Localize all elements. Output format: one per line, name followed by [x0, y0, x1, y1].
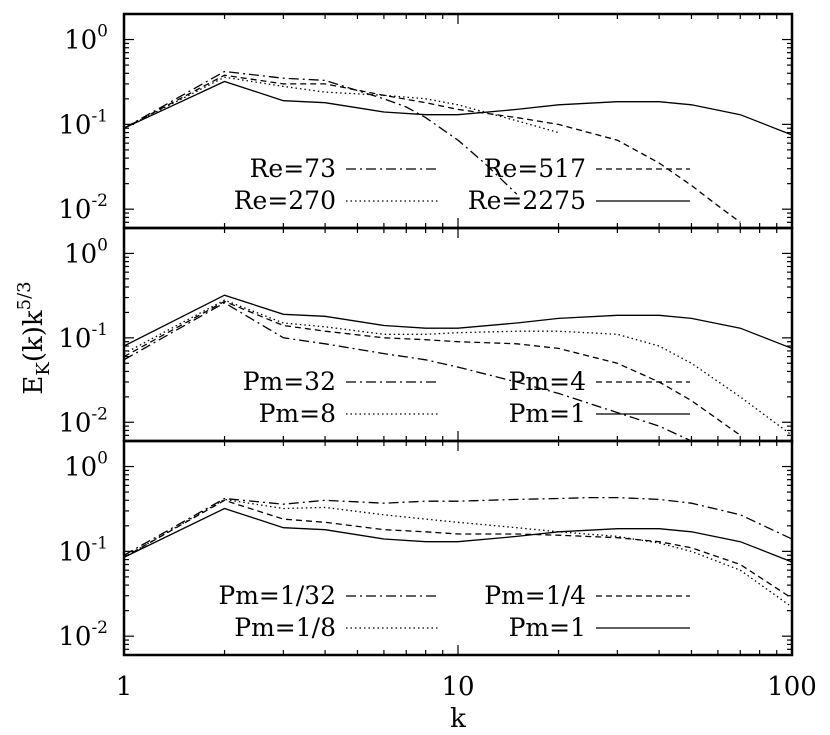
x-tick-label: 10	[441, 672, 474, 702]
y-axis-title: EK(k)k5/3	[14, 281, 54, 394]
legend-label: Pm=1/8	[234, 613, 336, 642]
series-line-pm-1	[124, 294, 792, 350]
y-axis-title-main: E	[19, 376, 49, 395]
series-group	[124, 496, 792, 608]
series-line-pm-1	[124, 507, 792, 563]
panel-frame	[122, 226, 794, 443]
legend-label: Re=270	[234, 186, 336, 215]
series-line-pm-8	[124, 299, 792, 436]
y-axis-title-tail: (k)k	[19, 310, 49, 362]
series-group	[124, 294, 792, 441]
y-tick-label: 10-1	[58, 106, 108, 140]
legend-label: Pm=1/32	[218, 581, 336, 610]
x-axis-title: k	[450, 704, 466, 734]
y-tick-label: 10-2	[58, 191, 108, 225]
y-axis-title-sup: 5/3	[14, 281, 35, 310]
y-ticks	[124, 13, 792, 229]
series-line-pm-1-8	[124, 498, 792, 608]
legend-label: Pm=4	[509, 367, 586, 396]
panel-frame	[122, 439, 794, 657]
y-axis-title-sub: K	[33, 362, 54, 376]
panels: 10010-110-2Re=73Re=270Re=517Re=227510010…	[58, 12, 794, 657]
y-ticks	[124, 227, 792, 442]
x-tick-label: 100	[767, 672, 817, 702]
legend-label: Re=517	[484, 154, 586, 183]
legend-label: Pm=1	[509, 399, 586, 428]
x-tick-labels: 1 10 100	[116, 672, 817, 702]
series-line-re-2275	[124, 80, 792, 136]
legend-label: Re=2275	[468, 186, 586, 215]
series-line-re-73	[124, 70, 518, 195]
series-line-re-270	[124, 76, 559, 134]
panel-frame	[122, 12, 794, 230]
x-tick-label: 1	[116, 672, 133, 702]
y-tick-label: 10-1	[58, 320, 108, 354]
legend-label: Pm=1/4	[484, 581, 586, 610]
series-line-pm-1-4	[124, 499, 792, 599]
series-line-re-517	[124, 74, 741, 223]
series-line-pm-32	[124, 302, 692, 441]
series-line-pm-1-32	[124, 496, 792, 556]
legend-label: Pm=1	[509, 613, 586, 642]
y-tick-label: 100	[64, 22, 108, 56]
legend-label: Pm=8	[259, 399, 336, 428]
legend-label: Re=73	[250, 154, 336, 183]
series-line-pm-4	[124, 300, 741, 436]
y-tick-label: 10-2	[58, 404, 108, 438]
y-tick-label: 10-2	[58, 618, 108, 652]
y-ticks	[124, 440, 792, 656]
y-tick-label: 100	[64, 449, 108, 483]
y-tick-label: 100	[64, 235, 108, 269]
legend-label: Pm=32	[243, 367, 336, 396]
series-group	[124, 70, 792, 223]
y-tick-label: 10-1	[58, 533, 108, 567]
